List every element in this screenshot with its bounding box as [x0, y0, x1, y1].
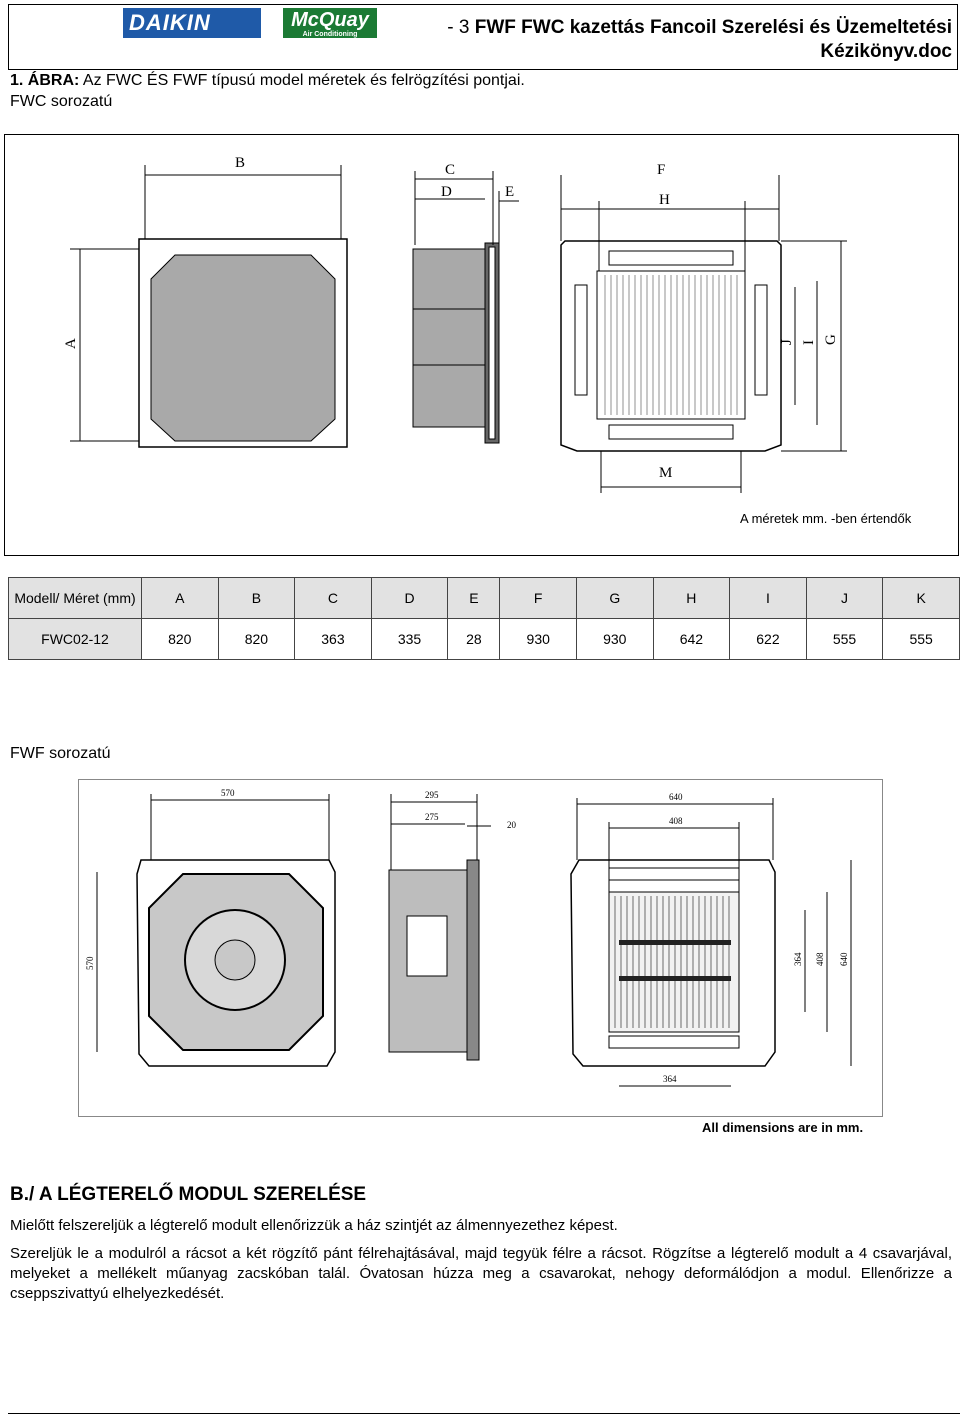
fwf-dim-295: 295 — [425, 790, 439, 800]
table-cell: 363 — [294, 618, 372, 660]
paragraph-1: Mielőtt felszereljük a légterelő modult … — [10, 1217, 618, 1234]
fwf-units-note: All dimensions are in mm. — [702, 1120, 864, 1135]
table-header-cell: I — [729, 577, 807, 619]
daikin-logo: DAIKIN — [123, 8, 261, 38]
fwc-louver-right — [754, 284, 768, 396]
dim-label-h: H — [659, 192, 670, 208]
table-cell: 642 — [652, 618, 731, 660]
section-title: B./ A LÉGTERELŐ MODUL SZERELÉSE — [10, 1184, 367, 1205]
fwf-series-label: FWF sorozatú — [10, 745, 111, 762]
dim-label-f: F — [657, 162, 665, 178]
figure-number: 1. ÁBRA: — [10, 72, 80, 89]
table-cell: 820 — [141, 618, 219, 660]
fwf-dim-20: 20 — [507, 820, 517, 830]
fwc-drawing-frame: B A C D E F H — [4, 134, 959, 556]
paragraph-2: Szereljük le a modulról a rácsot a két r… — [10, 1245, 952, 1302]
fwf-louver-top — [608, 867, 740, 881]
footer-divider — [8, 1413, 960, 1414]
fwc-side-body-top — [412, 248, 486, 310]
fwc-front-grille — [150, 254, 336, 442]
fwc-side-body-mid — [412, 308, 486, 366]
fwf-dim-640-side: 640 — [839, 952, 849, 966]
fwf-technical-drawing: 570 570 295 275 20 640 408 364 — [85, 788, 852, 1087]
table-cell: 622 — [729, 618, 807, 660]
dimension-table: Modell/ Méret (mm) A B C D E F G H I J K… — [8, 577, 960, 660]
fwf-drawing-frame: 570 570 295 275 20 640 408 364 — [78, 779, 883, 1117]
fwc-louver-top — [608, 250, 734, 266]
fwf-bottom-grille — [608, 891, 740, 1033]
fwc-side-body-bottom — [412, 364, 486, 428]
table-header-cell: D — [370, 577, 449, 619]
table-cell: FWC02-12 — [8, 618, 142, 660]
fwf-dim-408-top: 408 — [669, 816, 683, 826]
figure-caption: 1. ÁBRA: Az FWC ÉS FWF típusú model mére… — [10, 72, 525, 90]
fwf-dim-275: 275 — [425, 812, 439, 822]
dim-label-d: D — [441, 184, 452, 200]
figure-caption-text: Az FWC ÉS FWF típusú model méretek és fe… — [82, 72, 525, 89]
table-header-cell: H — [652, 577, 731, 619]
dim-label-e: E — [505, 184, 514, 200]
fwf-louver-bottom — [608, 1035, 740, 1049]
table-cell: 555 — [805, 618, 884, 660]
fwf-dim-364-bottom: 364 — [663, 1074, 677, 1084]
page-header — [8, 4, 958, 70]
dim-label-m: M — [659, 465, 672, 481]
table-header-cell: B — [217, 577, 296, 619]
table-cell: 555 — [882, 618, 960, 660]
title-line-2: Kézikönyv.doc — [820, 41, 952, 62]
table-header-cell: C — [294, 577, 372, 619]
fwc-technical-drawing: B A C D E F H — [63, 155, 847, 493]
table-cell: 930 — [576, 618, 654, 660]
table-header-cell: F — [499, 577, 577, 619]
fwf-dim-408-side: 408 — [815, 952, 825, 966]
fwf-dim-364-side: 364 — [793, 952, 803, 966]
title-line-1: FWF FWC kazettás Fancoil Szerelési és Üz… — [474, 17, 952, 38]
dim-label-j: J — [779, 339, 795, 345]
fwc-louver-left — [574, 284, 588, 396]
table-cell: 820 — [217, 618, 296, 660]
fwc-louver-bottom — [608, 424, 734, 440]
table-header-cell: K — [882, 577, 960, 619]
table-row: FWC02-12 820 820 363 335 28 930 930 642 … — [8, 618, 960, 660]
dim-label-c: C — [445, 162, 455, 178]
page-number: - 3 — [447, 17, 470, 38]
fwf-dim-570-top: 570 — [221, 788, 235, 798]
table-header-cell: E — [447, 577, 501, 619]
table-header-cell: Modell/ Méret (mm) — [8, 577, 142, 619]
table-header-row: Modell/ Méret (mm) A B C D E F G H I J K — [8, 577, 960, 619]
fwf-dim-640-top: 640 — [669, 792, 683, 802]
dim-label-i: I — [801, 340, 817, 345]
table-cell: 335 — [370, 618, 449, 660]
fwc-series-label: FWC sorozatú — [10, 93, 113, 110]
dim-label-a: A — [63, 338, 79, 349]
dim-label-g: G — [823, 334, 839, 345]
fwf-dim-570-side: 570 — [85, 956, 95, 970]
document-title: - 3 FWF FWC kazettás Fancoil Szerelési é… — [380, 16, 952, 64]
fwf-side-panel — [466, 859, 480, 1061]
table-cell: 930 — [499, 618, 577, 660]
dim-label-b: B — [235, 155, 245, 171]
table-header-cell: A — [141, 577, 219, 619]
table-cell: 28 — [447, 618, 501, 660]
table-header-cell: J — [805, 577, 884, 619]
fwc-units-note: A méretek mm. -ben értendők — [740, 511, 912, 526]
table-header-cell: G — [576, 577, 654, 619]
